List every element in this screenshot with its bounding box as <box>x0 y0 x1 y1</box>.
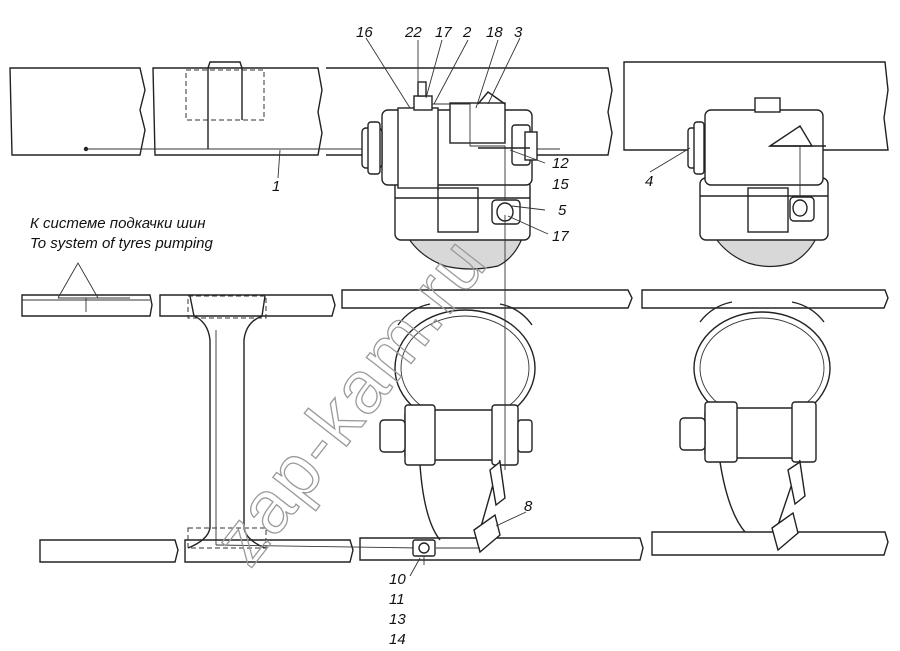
top-view <box>9 37 889 270</box>
callout-8: 8 <box>524 498 533 515</box>
callout-17-top: 17 <box>435 24 452 41</box>
air-line-fitting <box>83 146 89 152</box>
middle-axle-side <box>379 215 536 565</box>
callout-5: 5 <box>558 202 567 219</box>
callout-15: 15 <box>552 176 569 193</box>
callout-16: 16 <box>356 24 373 41</box>
frame-rail-segment <box>641 289 889 309</box>
callout-14: 14 <box>389 631 406 648</box>
frame-rail-segment <box>184 539 354 563</box>
rear-axle-top <box>687 97 829 268</box>
callout-labels: 16 22 17 2 18 3 12 15 5 17 1 4 8 10 11 1… <box>272 24 653 648</box>
caption-en: To system of tyres pumping <box>30 235 214 252</box>
frame-rail-segment <box>341 289 633 309</box>
frame-rail-segment <box>9 67 146 156</box>
cross-member-outline <box>185 69 265 121</box>
callout-22: 22 <box>404 24 422 41</box>
watermark: zap-kam.ru <box>197 221 503 580</box>
frame-rail-segment <box>21 294 153 317</box>
frame-rail-segment <box>159 294 336 317</box>
callout-13: 13 <box>389 611 406 628</box>
rear-axle-side <box>679 301 831 552</box>
frame-rail-segment <box>359 537 644 561</box>
callout-17-bottom: 17 <box>552 228 569 245</box>
callout-2: 2 <box>462 24 472 41</box>
callout-1: 1 <box>272 178 280 195</box>
frame-rail-segment <box>152 67 323 156</box>
callout-12: 12 <box>552 155 569 172</box>
callout-11: 11 <box>389 591 405 608</box>
callout-3: 3 <box>514 24 523 41</box>
caption-ru: К системе подкачки шин <box>30 215 206 232</box>
frame-rail-segment <box>651 531 889 556</box>
cross-member <box>207 61 243 149</box>
tyre-pumping-pointer <box>57 262 99 299</box>
side-view <box>21 215 889 577</box>
callout-4: 4 <box>645 173 653 190</box>
caption: К системе подкачки шин To system of tyre… <box>30 215 214 252</box>
middle-axle-top <box>361 81 538 270</box>
frame-rail-segment <box>623 61 889 151</box>
frame-rail-segment <box>326 67 613 156</box>
vertical-cross-member <box>187 295 211 549</box>
callout-18: 18 <box>486 24 503 41</box>
frame-rail-segment <box>39 539 179 563</box>
callout-10: 10 <box>389 571 406 588</box>
